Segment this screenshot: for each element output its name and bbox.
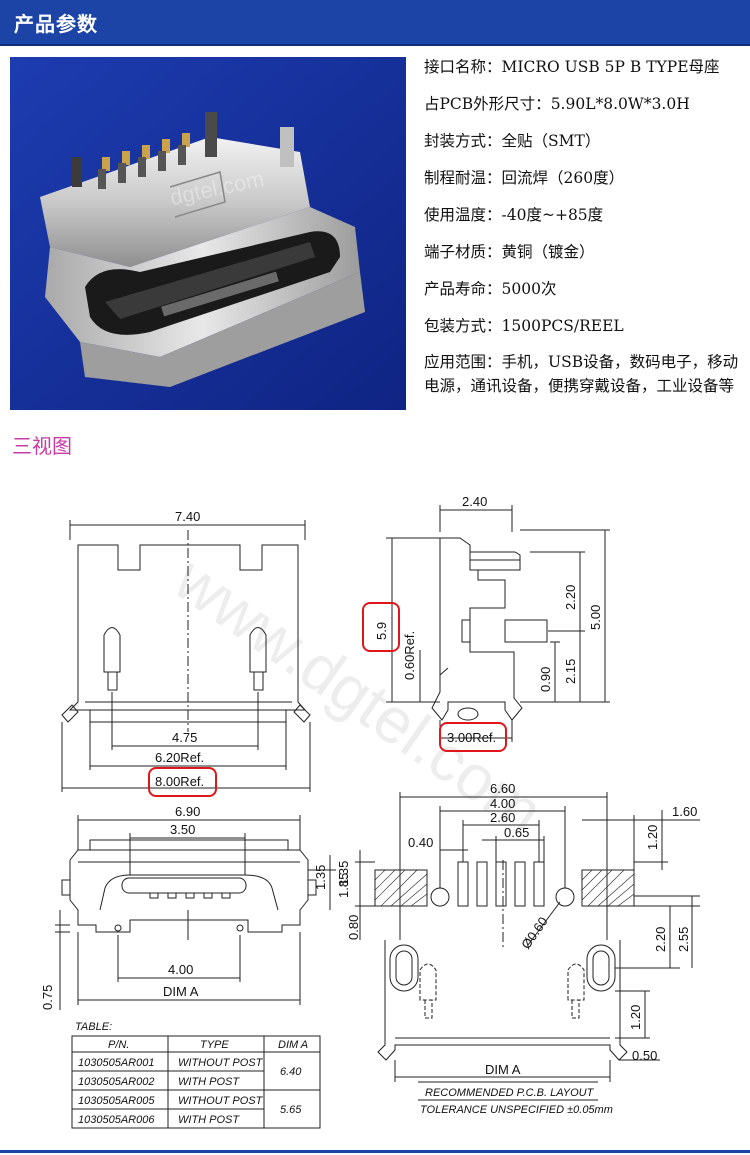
spec-material: 端子材质：黄铜（镀金） [424,243,595,261]
dim-pcb-065: 0.65 [504,825,529,840]
technical-drawing: www.dgtel.com 7.40 4.75 6.20Ref. 8.00Ref… [0,470,750,1150]
table-cell-pn: 1030505AR002 [78,1076,154,1088]
dim-side-240: 2.40 [462,494,487,509]
part-number-table: TABLE: P/N. TYPE DIM A 1030505AR001 WITH… [71,1021,321,1129]
dim-pcb-160: 1.60 [672,804,697,819]
header-bar: 产品参数 [0,0,750,46]
table-cell-dima: 6.40 [280,1066,302,1078]
dim-front-740: 7.40 [175,509,200,524]
dim-pcb-050: 0.50 [632,1048,657,1063]
spec-interface: 接口名称：MICRO USB 5P B TYPE母座 [424,58,720,76]
table-cell-dima: 5.65 [280,1104,302,1116]
dim-side-300: 3.00Ref. [447,730,496,745]
dim-side-090: 0.90 [538,667,553,692]
footer-rule [0,1150,750,1153]
dim-pcb-660: 6.60 [490,781,515,796]
pcb-caption-tolerance: TOLERANCE UNSPECIFIED ±0.05mm [420,1104,613,1116]
dim-pcb-040: 0.40 [408,835,433,850]
dim-pcb-135: 1.35 [336,861,351,886]
table-header-pn: P/N. [108,1039,129,1051]
pcb-layout-view: 6.60 4.00 2.60 0.65 0.40 1.60 1.20 1.35 … [336,781,700,1116]
bottom-view: 6.90 3.50 1.35 1.85 4.00 DIM A 0.75 [40,804,351,1010]
dim-bottom-400: 4.00 [168,962,193,977]
table-cell-pn: 1030505AR006 [78,1114,155,1126]
front-view: 7.40 4.75 6.20Ref. 8.00Ref. [61,509,311,797]
product-photo: dgtel.com [10,57,406,410]
spec-list: 接口名称：MICRO USB 5P B TYPE母座 占PCB外形尺寸：5.90… [424,52,742,395]
dim-front-800: 8.00Ref. [155,774,204,789]
dim-bottom-075: 0.75 [40,985,55,1010]
dim-pcb-255: 2.55 [676,927,691,952]
dim-front-475: 4.75 [172,730,197,745]
table-cell-type: WITH POST [178,1076,240,1088]
spec-process-temp: 制程耐温：回流焊（260度） [424,169,625,187]
dim-bottom-350: 3.50 [170,822,195,837]
dim-bottom-690: 6.90 [175,804,200,819]
table-header-dima: DIM A [278,1039,308,1051]
spec-life: 产品寿命：5000次 [424,280,557,298]
table-cell-pn: 1030505AR001 [78,1057,154,1069]
dim-pcb-220: 2.20 [653,927,668,952]
dim-bottom-185: 1.85 [336,873,351,898]
section-title-three-views: 三视图 [12,434,72,458]
dim-side-220: 2.20 [563,585,578,610]
pcb-caption-layout: RECOMMENDED P.C.B. LAYOUT [425,1087,595,1099]
table-title: TABLE: [75,1021,112,1033]
dim-front-620: 6.20Ref. [155,750,204,765]
dim-side-500: 5.00 [588,605,603,630]
dim-pcb-080: 0.80 [346,915,361,940]
connector-illustration: dgtel.com [10,57,406,410]
dim-side-060: 0.60Ref. [402,631,417,680]
table-cell-type: WITHOUT POST [178,1095,264,1107]
dim-pcb-260: 2.60 [490,810,515,825]
table-cell-type: WITH POST [178,1114,240,1126]
dim-bottom-dim-a: DIM A [163,984,199,999]
spec-application: 应用范围：手机，USB设备，数码电子，移动电源，通讯设备，便携穿戴设备，工业设备… [424,353,739,395]
dim-pcb-060: Ø0.60 [518,914,551,952]
spec-packing: 包装方式：1500PCS/REEL [424,317,624,335]
dim-side-59: 5.9 [374,622,389,640]
table-cell-pn: 1030505AR005 [78,1095,155,1107]
page-title: 产品参数 [14,12,98,36]
dim-pcb-120b: 1.20 [628,1005,643,1030]
dim-side-215: 2.15 [563,659,578,684]
spec-pcb-size: 占PCB外形尺寸：5.90L*8.0W*3.0H [424,95,690,113]
dim-bottom-135: 1.35 [313,865,328,890]
table-header-type: TYPE [200,1039,229,1051]
table-cell-type: WITHOUT POST [178,1057,264,1069]
spec-package: 封装方式：全贴（SMT） [424,132,601,150]
dim-pcb-120a: 1.20 [645,825,660,850]
side-view: 2.40 5.9 0.60Ref. 2.20 5.00 0.90 2.15 3.… [362,494,610,752]
dim-pcb-400: 4.00 [490,796,515,811]
spec-use-temp: 使用温度：-40度~+85度 [424,206,604,224]
dim-pcb-dim-a: DIM A [485,1062,521,1077]
